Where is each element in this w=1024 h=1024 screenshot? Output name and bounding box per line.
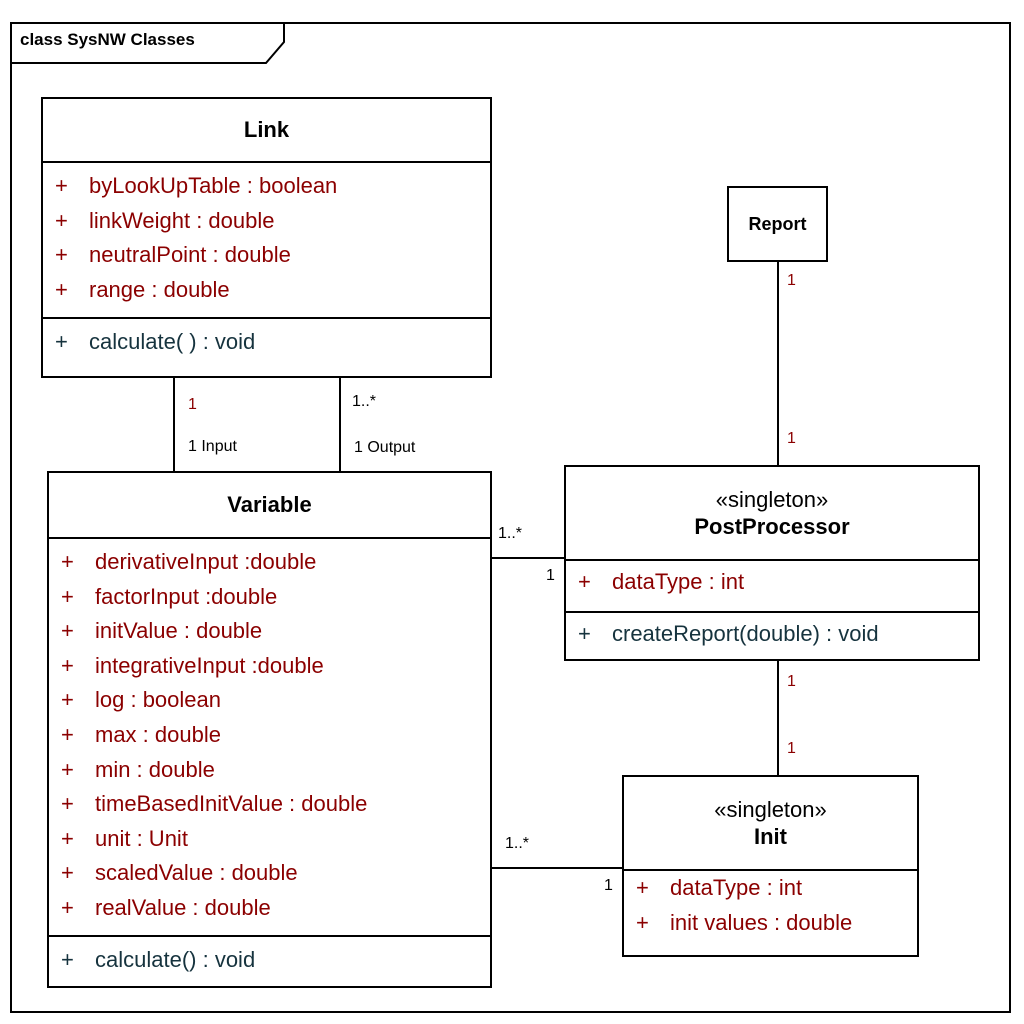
operation-text: calculate() : void <box>95 947 256 972</box>
class-link-operations: +calculate( ) : void <box>43 319 490 360</box>
attribute-text: min : double <box>95 756 215 782</box>
class-postprocessor[interactable]: «singleton» PostProcessor +dataType : in… <box>564 465 980 661</box>
operation-row: +createReport(double) : void <box>566 617 978 652</box>
role-variable-input: 1 Input <box>188 438 237 455</box>
attribute-text: realValue : double <box>95 894 271 920</box>
class-init-attributes: +dataType : int +init values : double <box>624 871 917 940</box>
attribute-row: +min : double <box>49 753 490 788</box>
attribute-text: neutralPoint : double <box>89 242 291 268</box>
class-postprocessor-header: «singleton» PostProcessor <box>566 467 978 561</box>
attribute-row: +max : double <box>49 718 490 753</box>
attribute-row: +factorInput :double <box>49 580 490 615</box>
class-postprocessor-name: PostProcessor <box>694 514 850 539</box>
attribute-text: factorInput :double <box>95 583 278 609</box>
operation-row: +calculate() : void <box>49 943 490 978</box>
role-variable-output: 1 Output <box>354 439 416 456</box>
attribute-text: dataType : int <box>612 569 745 594</box>
class-report-name: Report <box>748 213 807 234</box>
attribute-row: +initValue : double <box>49 614 490 649</box>
attribute-row: +unit : Unit <box>49 822 490 857</box>
class-link[interactable]: Link +byLookUpTable : boolean +linkWeigh… <box>41 97 492 378</box>
attribute-row: +dataType : int <box>566 565 978 600</box>
attribute-row: +timeBasedInitValue : double <box>49 787 490 822</box>
class-variable-header: Variable <box>49 473 490 539</box>
attribute-row: +derivativeInput :double <box>49 545 490 580</box>
stereotype-label: «singleton» <box>715 487 829 512</box>
multiplicity-report-end: 1 <box>787 272 796 289</box>
attribute-text: dataType : int <box>670 875 803 900</box>
class-variable-operations: +calculate() : void <box>49 937 490 978</box>
multiplicity-init-variable: 1 <box>604 877 613 894</box>
stereotype-label: «singleton» <box>714 797 827 822</box>
class-init-header: «singleton» Init <box>624 777 917 871</box>
frame-tab <box>10 22 285 64</box>
multiplicity-postprocessor-init-end: 1 <box>787 673 796 690</box>
attribute-text: timeBasedInitValue : double <box>95 791 368 817</box>
multiplicity-variable-postprocessor: 1..* <box>498 525 523 542</box>
attribute-text: range : double <box>89 276 230 302</box>
class-link-header: Link <box>43 99 490 163</box>
attribute-row: +scaledValue : double <box>49 856 490 891</box>
multiplicity-link-output: 1..* <box>352 393 377 410</box>
class-init-name: Init <box>754 824 787 849</box>
attribute-row: +dataType : int <box>624 871 917 906</box>
attribute-row: +realValue : double <box>49 891 490 926</box>
class-report[interactable]: Report <box>727 186 828 262</box>
multiplicity-init-postprocessor-end: 1 <box>787 740 796 757</box>
operation-text: calculate( ) : void <box>89 329 256 354</box>
class-variable-name: Variable <box>227 492 312 517</box>
attribute-text: max : double <box>95 721 221 747</box>
multiplicity-postprocessor-variable: 1 <box>546 567 555 584</box>
operation-row: +calculate( ) : void <box>43 325 490 360</box>
multiplicity-postprocessor-report-end: 1 <box>787 430 796 447</box>
attribute-row: +init values : double <box>624 906 917 941</box>
diagram-frame <box>10 22 1011 1013</box>
attribute-row: +integrativeInput :double <box>49 649 490 684</box>
attribute-text: byLookUpTable : boolean <box>89 173 338 198</box>
attribute-text: unit : Unit <box>95 825 188 851</box>
multiplicity-variable-init: 1..* <box>505 835 530 852</box>
class-link-attributes: +byLookUpTable : boolean +linkWeight : d… <box>43 163 490 319</box>
class-variable-attributes: +derivativeInput :double +factorInput :d… <box>49 539 490 937</box>
class-link-name: Link <box>243 117 290 142</box>
attribute-row: +neutralPoint : double <box>43 238 490 273</box>
class-postprocessor-operations: +createReport(double) : void <box>566 613 978 652</box>
attribute-row: +byLookUpTable : boolean <box>43 169 490 204</box>
class-variable[interactable]: Variable +derivativeInput :double +facto… <box>47 471 492 988</box>
multiplicity-link-input: 1 <box>188 396 197 413</box>
class-init[interactable]: «singleton» Init +dataType : int +init v… <box>622 775 919 957</box>
attribute-text: scaledValue : double <box>95 860 298 886</box>
operation-text: createReport(double) : void <box>612 621 879 646</box>
attribute-text: linkWeight : double <box>89 207 275 233</box>
attribute-text: initValue : double <box>95 618 263 644</box>
attribute-row: +range : double <box>43 273 490 308</box>
attribute-text: derivativeInput :double <box>95 549 317 574</box>
attribute-text: init values : double <box>670 909 853 935</box>
attribute-text: log : boolean <box>95 687 221 713</box>
class-postprocessor-attributes: +dataType : int <box>566 561 978 613</box>
attribute-row: +log : boolean <box>49 683 490 718</box>
frame-title: class SysNW Classes <box>20 30 195 49</box>
attribute-row: +linkWeight : double <box>43 204 490 239</box>
attribute-text: integrativeInput :double <box>95 652 324 678</box>
